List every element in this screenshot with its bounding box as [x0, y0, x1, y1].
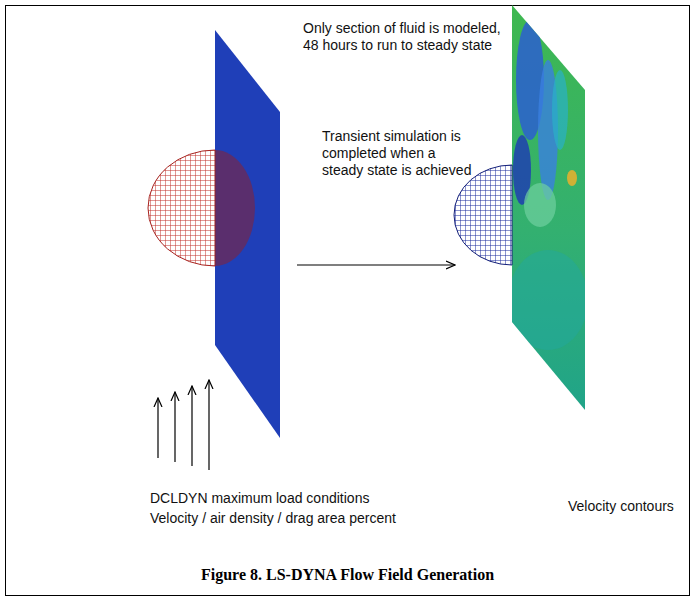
- figure-caption: Figure 8. LS-DYNA Flow Field Generation: [201, 566, 494, 584]
- load-conditions: DCLDYN maximum load conditions: [150, 490, 450, 507]
- fluid-plane: [215, 30, 280, 438]
- note-text: Transient simulation is completed when a…: [322, 128, 472, 179]
- process-arrow: [297, 264, 455, 265]
- note-text: Only section of fluid is modeled, 48 hou…: [303, 20, 503, 54]
- flow-arrows: [158, 380, 209, 470]
- load-parameters: Velocity / air density / drag area perce…: [150, 510, 450, 527]
- frame-border: [6, 6, 690, 596]
- result-label: Velocity contours: [568, 498, 688, 515]
- blue-dome-mesh: [454, 165, 512, 265]
- red-dome-mesh: [148, 150, 255, 266]
- velocity-contour-plane: [500, 0, 600, 420]
